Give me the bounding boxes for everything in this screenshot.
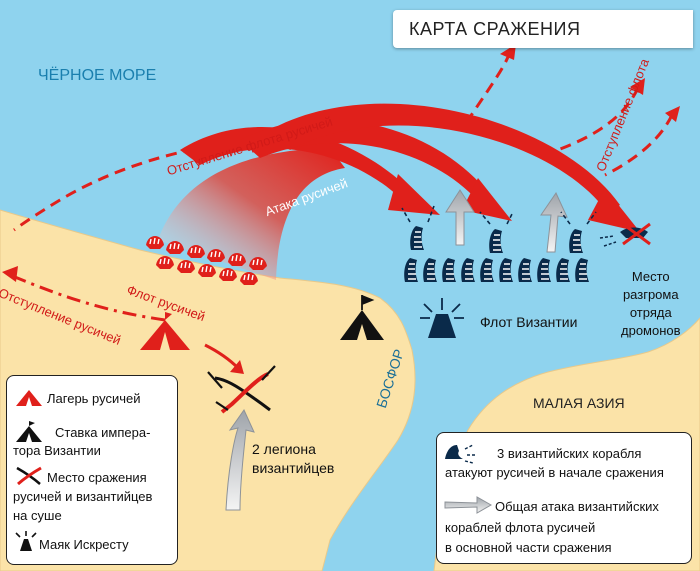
lighthouse-icon xyxy=(15,531,37,551)
asia-label: МАЛАЯ АЗИЯ xyxy=(533,395,625,411)
rus-camp-tent xyxy=(140,312,190,350)
byz-legions-line-1: 2 легиона xyxy=(252,441,316,457)
lighthouse-icon xyxy=(420,298,464,338)
rus-attack-fan xyxy=(158,148,345,280)
map-title-box: КАРТА СРАЖЕНИЯ xyxy=(393,10,693,48)
rout-site-line-2: разгрома xyxy=(622,287,679,302)
byz-gray-arrows xyxy=(445,189,568,253)
sea-label: ЧЁРНОЕ МОРЕ xyxy=(38,67,157,84)
land-battle-swords xyxy=(207,365,276,414)
legend-byz-ships-2: атакуют русичей в начале сражения xyxy=(445,465,664,480)
rus-retreat-arrowheads xyxy=(500,44,680,122)
legend-general-attack-1: Общая атака византийских xyxy=(495,499,659,514)
byzantine-ship-icon xyxy=(445,444,477,464)
byz-fleet-label: Флот Византии xyxy=(480,314,578,330)
black-tent-icon xyxy=(16,421,42,442)
map-title: КАРТА СРАЖЕНИЯ xyxy=(409,19,581,39)
legend-emperor-hq-2: тора Византии xyxy=(13,443,101,458)
byz-fleet-ships xyxy=(403,257,590,283)
byz-legions-line-2: византийцев xyxy=(252,460,335,476)
byz-legions-label: 2 легиона византийцев xyxy=(252,440,334,478)
byz-legions-arrow xyxy=(225,408,255,511)
legend-left: Лагерь русичей Ставка импера- тора Визан… xyxy=(6,375,178,565)
emperor-hq-tent xyxy=(340,295,384,340)
legend-land-battle-3: на суше xyxy=(13,508,62,523)
rout-site-marker xyxy=(599,222,651,247)
rout-site-line-4: дромонов xyxy=(621,323,681,338)
rout-site-line-3: отряда xyxy=(629,305,672,320)
rout-site-label: Место разгрома отряда дромонов xyxy=(621,268,681,340)
legend-general-attack-2: кораблей флота русичей xyxy=(445,520,596,535)
legend-land-battle-2: русичей и византийцев xyxy=(13,489,153,504)
legend-rus-camp: Лагерь русичей xyxy=(47,391,141,406)
legend-emperor-hq-1: Ставка импера- xyxy=(55,425,151,440)
rus-attack-arrows xyxy=(180,103,640,232)
rout-site-line-1: Место xyxy=(631,269,670,284)
legend-land-battle-1: Место сражения xyxy=(47,470,147,485)
legend-general-attack-3: в основной части сражения xyxy=(445,540,612,555)
legend-byz-ships-1: 3 византийских корабля xyxy=(497,446,642,461)
legend-right: 3 византийских корабля атакуют русичей в… xyxy=(436,432,692,564)
legend-lighthouse: Маяк Искресту xyxy=(39,537,129,552)
crossed-swords-icon xyxy=(16,466,42,486)
red-tent-icon xyxy=(16,390,42,406)
gray-arrow-icon xyxy=(444,496,493,514)
